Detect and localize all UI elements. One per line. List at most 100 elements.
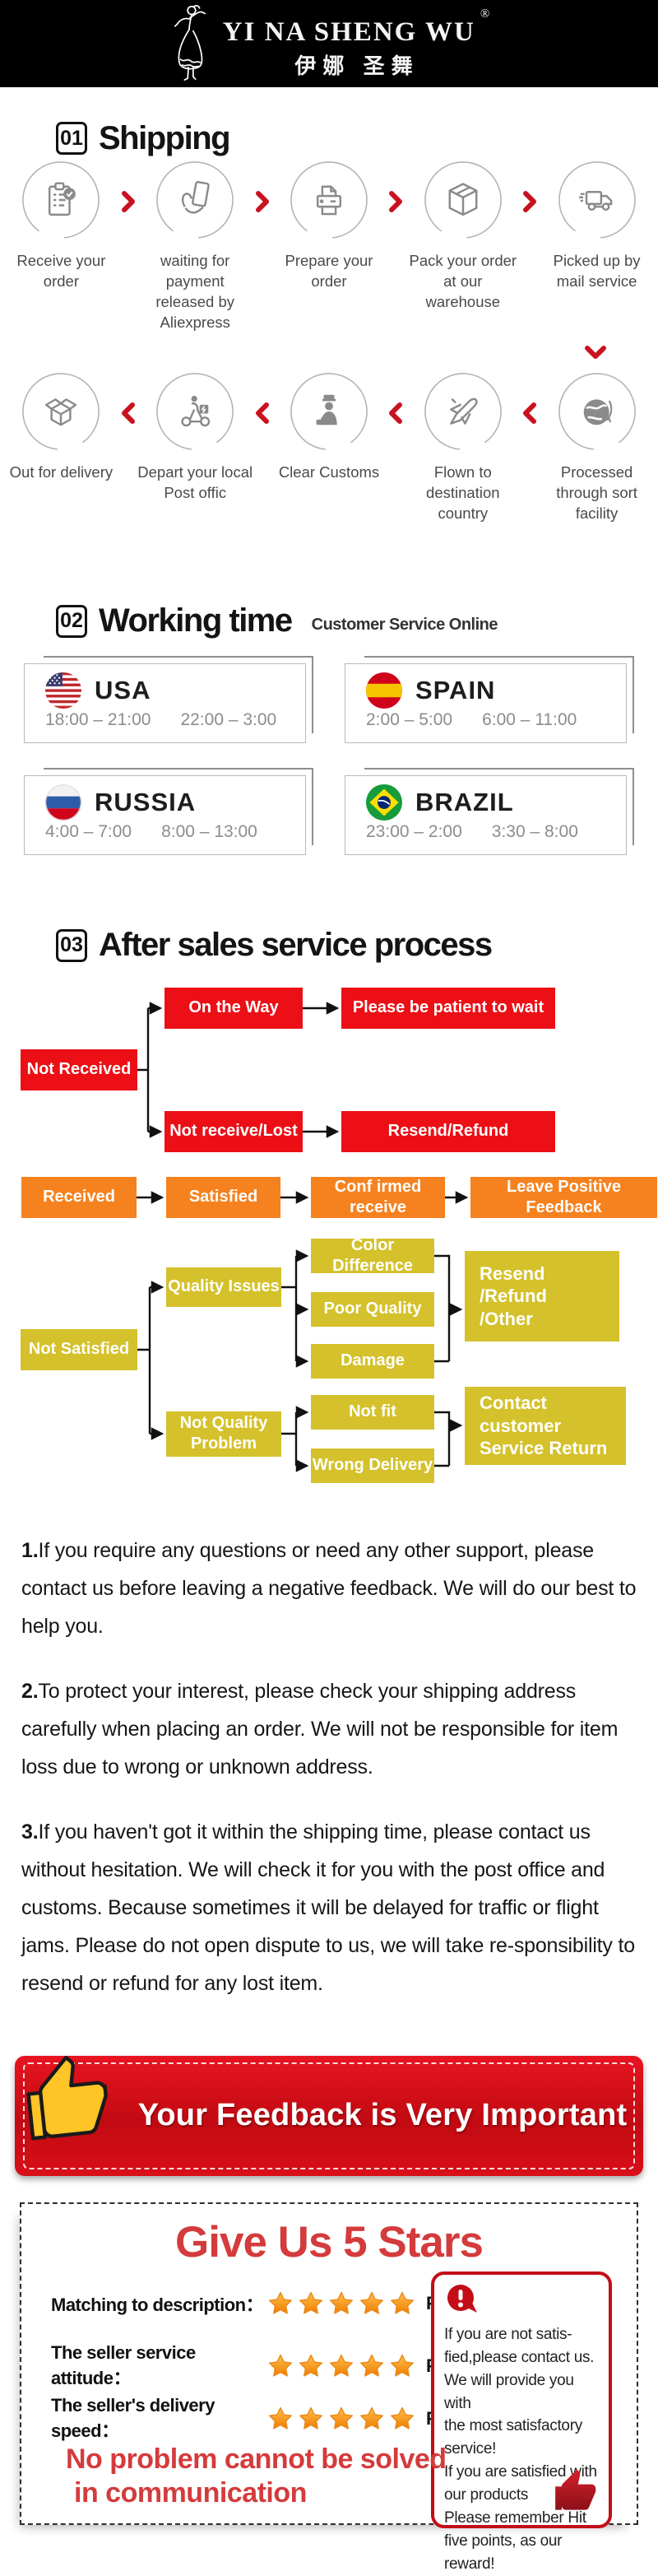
flow-box-not-satisfied: Not Satisfied xyxy=(21,1328,137,1370)
customs-officer-icon xyxy=(316,394,337,425)
working-time-card-brazil: BRAZIL 23:00 – 2:00 3:30 – 8:00 xyxy=(345,767,634,855)
flow-box-received: Received xyxy=(21,1176,137,1218)
flow-box-on-the-way: On the Way xyxy=(164,987,303,1029)
printer-icon xyxy=(316,185,342,216)
shipping-step: Picked up by mail service xyxy=(539,160,655,292)
shipping-step: Depart your local Post offic xyxy=(137,371,253,504)
section-title: After sales service process xyxy=(99,927,493,964)
country-name: SPAIN xyxy=(415,675,496,704)
brand-header: YI NA SHENG WU® 伊娜 圣舞 xyxy=(0,0,658,87)
exclamation-bubble-icon xyxy=(447,2284,477,2313)
section-subtitle: Customer Service Online xyxy=(311,616,498,635)
step-label: Out for delivery xyxy=(9,463,114,481)
truck-icon xyxy=(578,191,612,211)
step-label: Flown to destination country xyxy=(426,463,500,522)
flow-box-damage: Damage xyxy=(311,1343,434,1379)
thumbs-up-icon xyxy=(26,2055,108,2141)
section-number-badge: 01 xyxy=(56,122,87,155)
flow-box-not-received: Not Received xyxy=(21,1049,137,1090)
shipping-step: Prepare your order xyxy=(271,160,387,292)
flow-box-please-be-patient: Please be patient to wait xyxy=(341,987,555,1029)
section-title: Working time xyxy=(99,602,293,639)
notice-text: If you are not satis- fied,please contac… xyxy=(444,2325,597,2573)
brazil-flag-icon xyxy=(366,783,402,821)
working-time-section-title: 02 Working time Customer Service Online xyxy=(56,600,658,643)
clipboard-check-icon xyxy=(49,182,76,216)
satisfaction-notice-box: If you are not satis- fied,please contac… xyxy=(431,2271,612,2573)
arrow-left-icon xyxy=(387,402,405,429)
open-box-icon xyxy=(45,398,77,426)
flow-box-poor-quality: Poor Quality xyxy=(311,1291,434,1327)
flow-box-not-receive-lost: Not receive/Lost xyxy=(164,1110,303,1152)
flow-box-leave-positive-feedback: Leave Positive Feedback xyxy=(470,1176,657,1218)
service-hours: 8:00 – 13:00 xyxy=(161,821,257,841)
service-hours: 18:00 – 21:00 xyxy=(45,709,151,729)
service-hours: 2:00 – 5:00 xyxy=(366,709,453,729)
after-sales-flowchart: On the Way Please be patient to wait Not… xyxy=(0,967,658,1502)
globe-icon xyxy=(583,399,612,425)
shipping-steps-row-2: Out for delivery Depart your local Post … xyxy=(0,371,658,524)
flow-box-wrong-delivery: Wrong Delivery xyxy=(311,1448,434,1483)
flow-box-color-difference: Color Difference xyxy=(311,1236,434,1275)
section-title: Shipping xyxy=(99,119,231,156)
service-hours: 4:00 – 7:00 xyxy=(45,821,132,841)
note-paragraph: 1.If you require any questions or need a… xyxy=(21,1538,637,1638)
package-icon xyxy=(448,183,478,216)
feedback-banner-text: Your Feedback is Very Important xyxy=(137,2098,628,2133)
spain-flag-icon xyxy=(366,672,402,709)
country-name: BRAZIL xyxy=(415,787,514,816)
dancer-logo-icon xyxy=(174,5,206,81)
flow-box-satisfied: Satisfied xyxy=(166,1176,280,1218)
arrow-down-icon xyxy=(0,345,658,370)
step-label: Depart your local Post offic xyxy=(137,463,253,501)
arrow-right-icon xyxy=(387,190,405,217)
working-time-card-russia: RUSSIA 4:00 – 7:00 8:00 – 13:00 xyxy=(24,767,313,855)
flow-box-contact-customer-service: Contact customer Service Return xyxy=(465,1386,626,1465)
arrow-right-icon xyxy=(119,190,137,217)
service-hours: 22:00 – 3:00 xyxy=(180,709,277,729)
five-star-rating xyxy=(266,2405,416,2433)
rating-label: The seller's delivery speed： xyxy=(51,2394,215,2441)
step-label: Pack your order at our warehouse xyxy=(409,252,517,310)
arrow-right-icon xyxy=(521,190,539,217)
service-hours: 23:00 – 2:00 xyxy=(366,821,462,841)
working-time-card-spain: SPAIN 2:00 – 5:00 6:00 – 11:00 xyxy=(345,655,634,743)
working-time-grid: USA 18:00 – 21:00 22:00 – 3:00 SPAIN 2:0… xyxy=(0,655,658,855)
shipping-step: Receive your order xyxy=(3,160,119,292)
five-stars-title: Give Us 5 Stars xyxy=(175,2217,484,2267)
service-hours: 3:30 – 8:00 xyxy=(491,821,578,841)
rating-label: Matching to description： xyxy=(51,2294,264,2315)
brand-name-chinese: 伊娜 圣舞 xyxy=(294,53,419,78)
section-number-badge: 02 xyxy=(56,604,87,638)
flow-connectors xyxy=(137,1001,469,1472)
arrow-left-icon xyxy=(119,402,137,429)
country-name: USA xyxy=(95,675,151,704)
five-star-rating xyxy=(266,2352,416,2380)
flow-box-quality-issues: Quality Issues xyxy=(166,1267,281,1307)
country-name: RUSSIA xyxy=(95,787,197,816)
step-label: Receive your order xyxy=(16,252,106,290)
red-thumbs-up-icon xyxy=(555,2469,596,2515)
shipping-step: Clear Customs xyxy=(271,371,387,483)
shipping-step: Pack your order at our warehouse xyxy=(405,160,521,313)
step-label: Prepare your order xyxy=(285,252,373,290)
five-star-rating xyxy=(266,2290,416,2318)
shipping-steps-row-1: Receive your order waiting for payment r… xyxy=(0,160,658,333)
shipping-step: waiting for payment released by Aliexpre… xyxy=(137,160,253,333)
note-paragraph: 3.If you haven't got it within the shipp… xyxy=(21,1820,635,1995)
flow-box-not-quality-problem: Not Quality Problem xyxy=(166,1411,281,1457)
airplane-icon xyxy=(449,398,478,425)
flow-box-not-fit: Not fit xyxy=(311,1394,434,1430)
section-number-badge: 03 xyxy=(56,928,87,962)
note-paragraph: 2.To protect your interest, please check… xyxy=(21,1679,619,1779)
rating-label: The seller service attitude： xyxy=(51,2341,196,2388)
shipping-section-title: 01 Shipping xyxy=(56,117,658,160)
step-label: Clear Customs xyxy=(278,463,380,481)
shipping-step: Flown to destination country xyxy=(405,371,521,524)
courier-scooter-icon xyxy=(181,395,211,427)
usa-flag-icon xyxy=(45,672,81,709)
service-hours: 6:00 – 11:00 xyxy=(482,709,577,729)
flow-box-resend-refund-other: Resend /Refund /Other xyxy=(465,1250,619,1341)
flow-box-confirmed-receive: Conf irmed receive xyxy=(311,1176,445,1218)
five-stars-box: Give Us 5 Stars Matching to description：… xyxy=(20,2202,638,2573)
